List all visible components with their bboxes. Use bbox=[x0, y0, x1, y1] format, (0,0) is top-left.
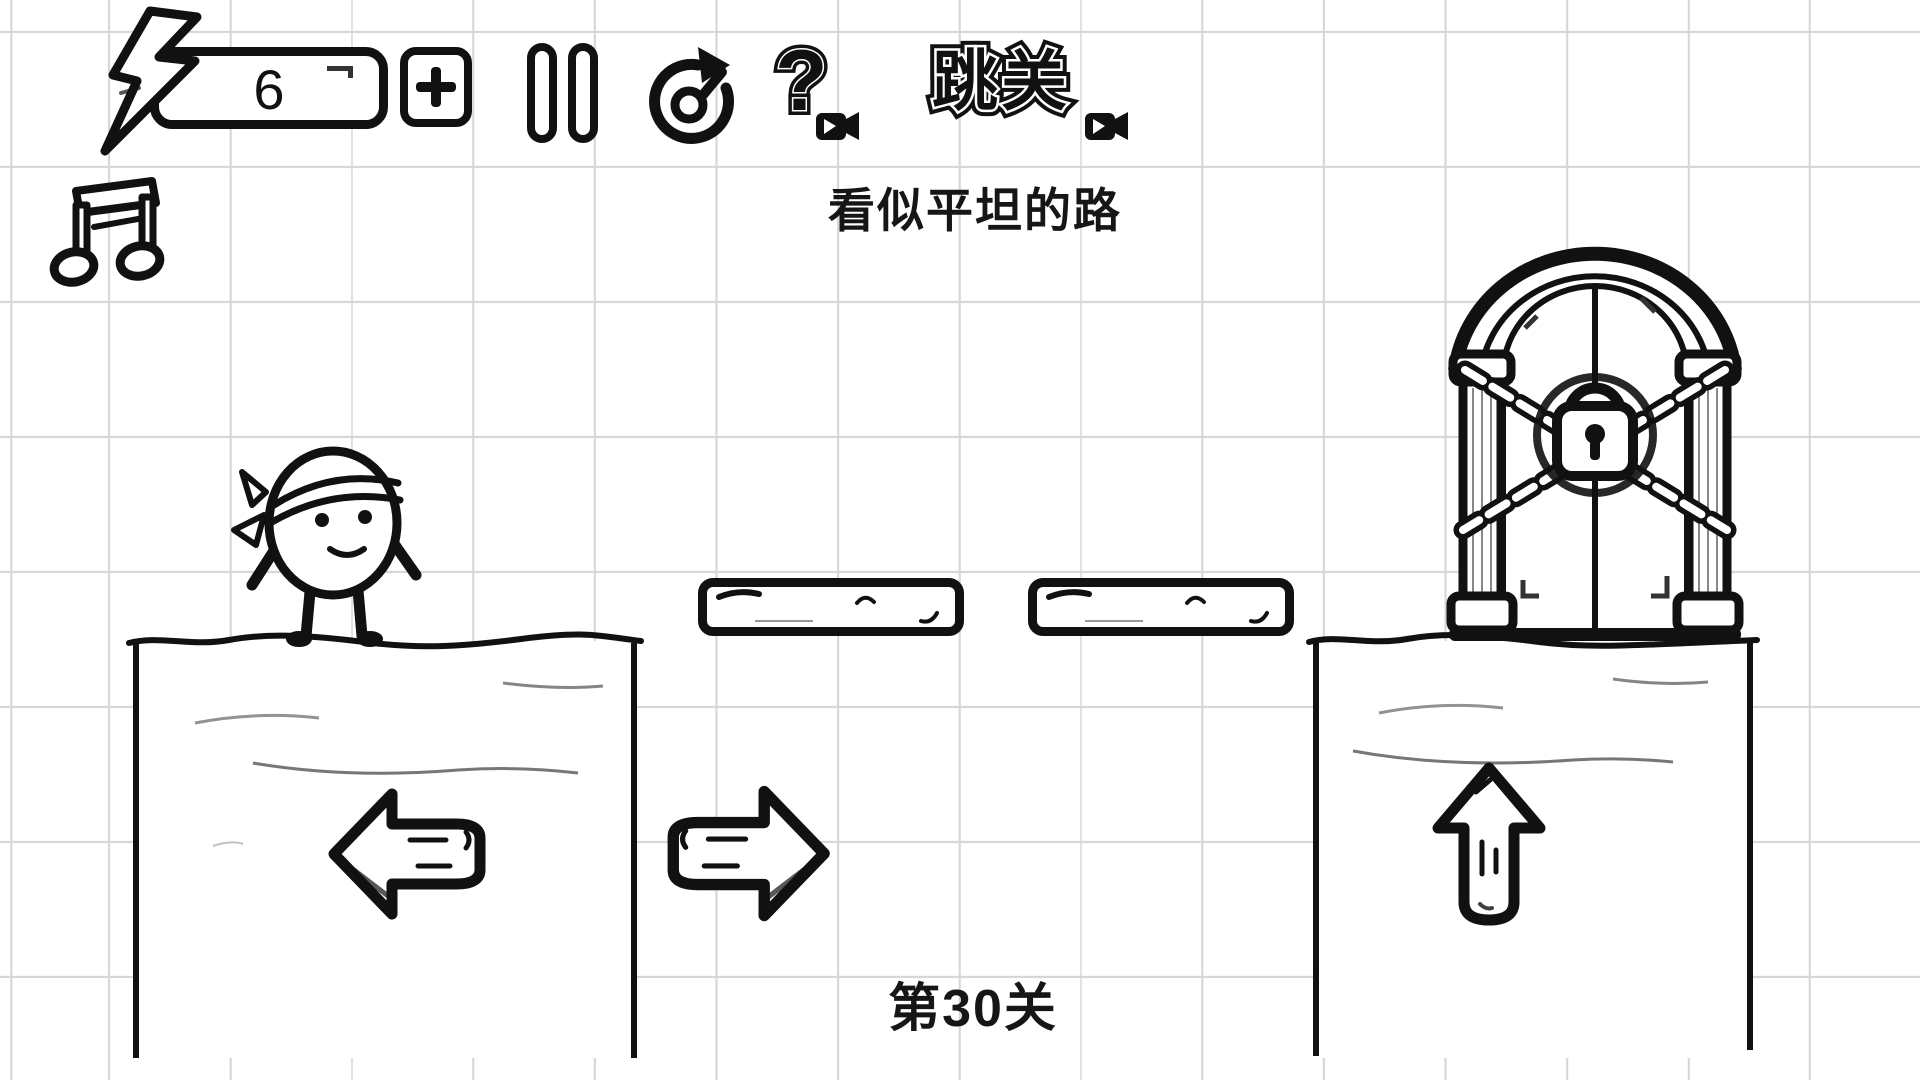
help-label: ? ? ? bbox=[770, 33, 832, 129]
padlock-icon bbox=[1533, 373, 1657, 497]
left-arrow-icon bbox=[328, 788, 486, 920]
right-arrow-icon bbox=[667, 785, 830, 922]
restart-button[interactable] bbox=[648, 42, 736, 146]
energy-count: 6 bbox=[253, 57, 285, 121]
video-camera-icon bbox=[816, 112, 859, 140]
chains-icon bbox=[1453, 360, 1737, 540]
door-base-shadow bbox=[1449, 628, 1741, 641]
video-camera-icon bbox=[1085, 112, 1128, 140]
help-button[interactable]: ? ? ? bbox=[770, 33, 885, 148]
left-arrow-button[interactable] bbox=[328, 778, 498, 928]
restart-icon bbox=[649, 47, 734, 144]
lightning-icon bbox=[95, 5, 215, 160]
platform-marks bbox=[1046, 589, 1269, 624]
platform-sketch-lines bbox=[1352, 677, 1709, 765]
locked-door bbox=[1445, 228, 1745, 648]
pause-button[interactable] bbox=[527, 43, 611, 143]
up-arrow-button[interactable] bbox=[1432, 762, 1547, 932]
door-columns bbox=[1446, 349, 1744, 635]
platform-marks bbox=[716, 589, 939, 624]
skip-level-label: 跳关 跳关 跳关 bbox=[926, 42, 1074, 121]
skip-level-button[interactable]: 跳关 跳关 跳关 bbox=[926, 42, 1132, 148]
floating-platform bbox=[698, 578, 964, 636]
platform-sketch-lines bbox=[194, 681, 604, 847]
level-title: 看似平坦的路 bbox=[828, 184, 1122, 237]
floating-platform bbox=[1028, 578, 1294, 636]
pill-sketch-mark bbox=[327, 66, 353, 78]
right-ground-platform bbox=[1306, 632, 1760, 1058]
music-note-icon bbox=[49, 177, 165, 287]
add-energy-button[interactable] bbox=[400, 47, 472, 127]
level-number-label: 第30关 bbox=[888, 980, 1058, 1038]
up-arrow-icon bbox=[1432, 762, 1546, 926]
player-character bbox=[230, 430, 430, 650]
music-button[interactable] bbox=[49, 175, 170, 295]
right-arrow-button[interactable] bbox=[650, 775, 835, 930]
pause-icon bbox=[527, 43, 557, 143]
